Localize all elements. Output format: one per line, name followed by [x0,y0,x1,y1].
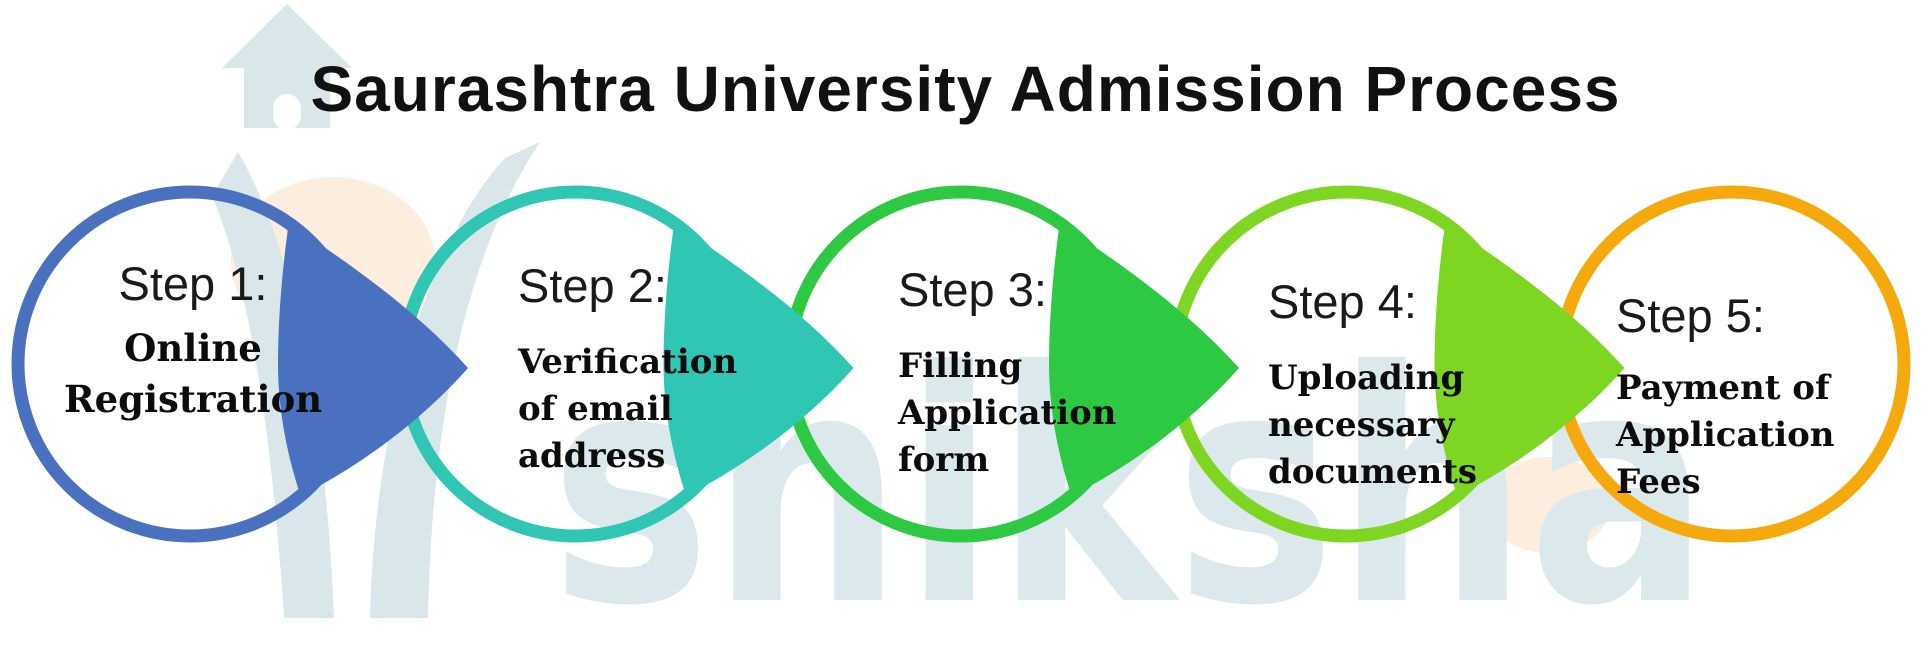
step-1-label: Step 1: [118,257,268,310]
step-2-label: Step 2: [518,259,667,312]
step-4-description: Uploading necessary documents [1268,358,1478,492]
house-icon [222,4,352,128]
step-3-description: Filling Application form [898,346,1117,480]
step-1-graphic [11,185,468,543]
step-4-arrow-icon [1434,223,1625,496]
step-3-label: Step 3: [898,263,1047,316]
step-3-arrow-icon [1049,223,1239,496]
house-door [273,94,301,130]
shiksha-logo-symbol-2 [370,142,540,618]
step-5-label: Step 5: [1616,289,1765,342]
step-4-text-block: Step 4: Uploading necessary documents [1268,274,1568,496]
diagram-title: Saurashtra University Admission Process [310,53,1621,125]
step-5-text-block: Step 5: Payment of Application Fees [1616,288,1916,506]
step-1-description: Online Registration [63,326,323,422]
step-1-arrow-icon [278,223,468,496]
step-5-description: Payment of Application Fees [1616,368,1835,502]
step-2-arrow-icon [663,223,854,496]
step-1-text-block: Step 1: Online Registration [25,256,361,425]
step-4-label: Step 4: [1268,275,1417,328]
watermark-peach-blob-small [1486,457,1610,553]
step-2-description: Verification of email address [518,342,738,476]
step-3-text-block: Step 3: Filling Application form [898,262,1188,484]
step-2-text-block: Step 2: Verification of email address [518,258,798,480]
